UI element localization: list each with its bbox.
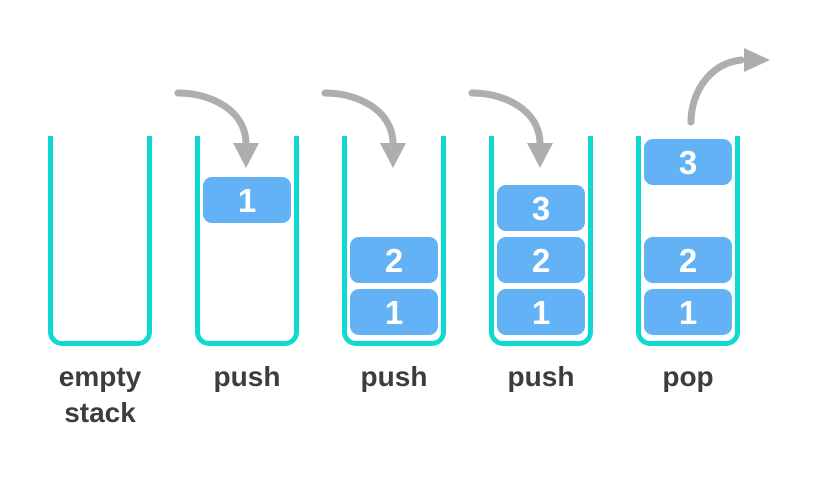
stack-label: push (213, 361, 281, 392)
stack-item: 1 (497, 289, 585, 335)
push-arrow-curve (468, 89, 544, 148)
stack-label: push (360, 361, 428, 392)
stack-container-empty (48, 136, 152, 346)
stack-label: push (507, 361, 575, 392)
stack-item: 1 (350, 289, 438, 335)
pop-arrow-curve (687, 56, 745, 126)
stack-item: 1 (203, 177, 291, 223)
push-arrow-icon (468, 89, 553, 168)
stack-label: pop (662, 361, 714, 392)
push-arrow-head (380, 143, 406, 168)
push-arrow-icon (321, 89, 406, 168)
push-arrow-curve (321, 89, 397, 148)
stack-item: 2 (644, 237, 732, 283)
stack-item: 2 (497, 237, 585, 283)
stack-item: 3 (644, 139, 732, 185)
push-arrow-head (527, 143, 553, 168)
push-arrow-icon (174, 89, 259, 168)
stack-item: 3 (497, 185, 585, 231)
stack-container-pop (636, 136, 740, 346)
stack-container-push-3 (489, 136, 593, 346)
stack-label: empty stack (58, 361, 142, 428)
pop-arrow-icon (687, 48, 770, 126)
push-arrow-curve (174, 89, 250, 148)
stack-container-push-1 (195, 136, 299, 346)
pop-arrow-head (744, 48, 770, 72)
stack-container-push-2 (342, 136, 446, 346)
stack-item: 2 (350, 237, 438, 283)
stack-item: 1 (644, 289, 732, 335)
push-arrow-head (233, 143, 259, 168)
